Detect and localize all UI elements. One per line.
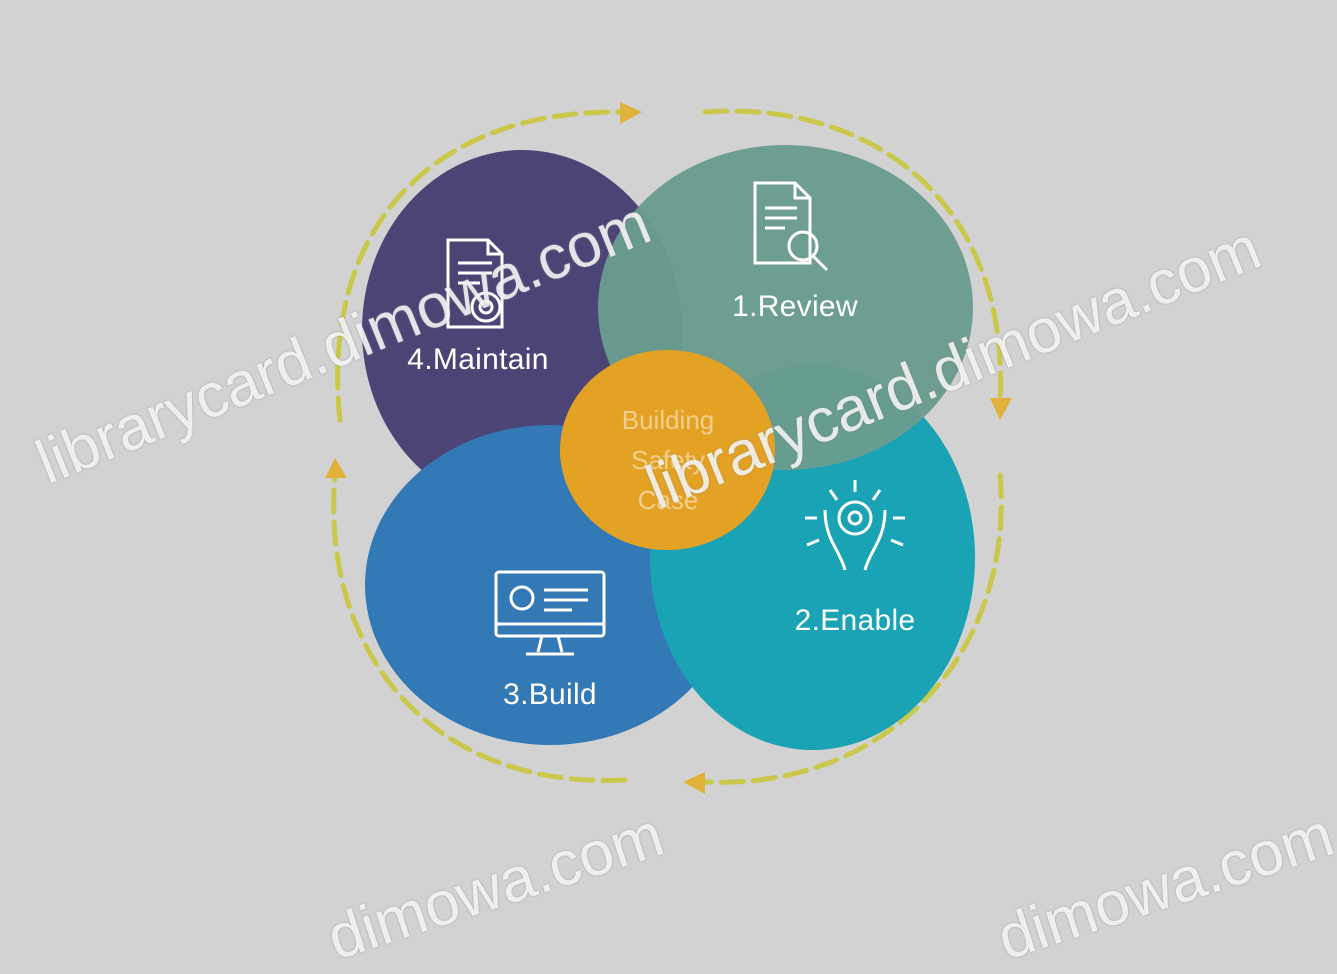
build-label: 3.Build [503, 678, 597, 711]
center-circle [560, 350, 775, 550]
center-label-line: Case [637, 485, 699, 515]
center-label: Building Safety Case [622, 400, 715, 520]
gear-hands-icon [805, 480, 905, 571]
center-label-line: Safety [631, 445, 705, 475]
maintain-label: 4.Maintain [407, 343, 549, 376]
computer-monitor-icon [494, 570, 606, 656]
diagram-canvas: 1.Review 2.Enable 3.Build 4.Maintain Bui… [27, 102, 1337, 973]
document-gear-icon [446, 238, 504, 329]
review-label: 1.Review [732, 290, 858, 323]
cycle-arrows [325, 102, 1012, 794]
enable-label: 2.Enable [794, 604, 916, 637]
center-label-line: Building [621, 405, 715, 435]
document-search-icon [753, 181, 829, 272]
